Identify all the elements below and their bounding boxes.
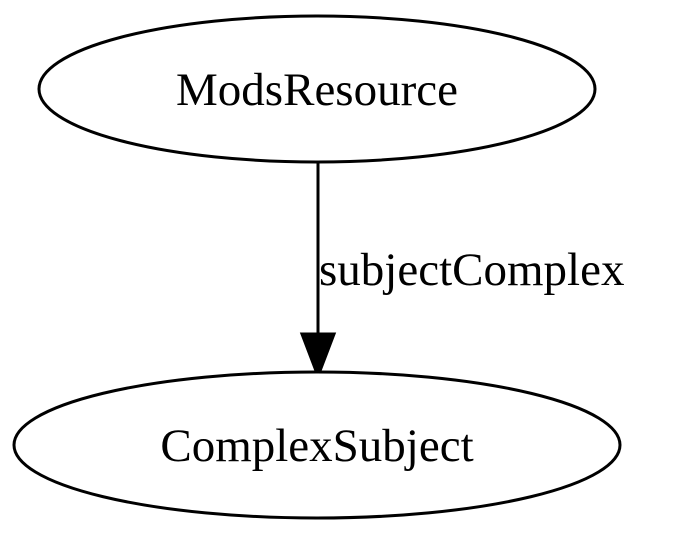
edge-subject-complex[interactable]: subjectComplex (299, 162, 624, 381)
node-mods-resource[interactable]: ModsResource (37, 14, 597, 164)
edge-subject-complex-label: subjectComplex (319, 244, 624, 296)
edge-subject-complex-arrowhead (299, 332, 337, 381)
node-complex-subject-label: ComplexSubject (160, 420, 473, 472)
node-complex-subject[interactable]: ComplexSubject (12, 370, 622, 520)
node-mods-resource-label: ModsResource (176, 64, 458, 116)
node-complex-subject-shape (12, 370, 622, 520)
